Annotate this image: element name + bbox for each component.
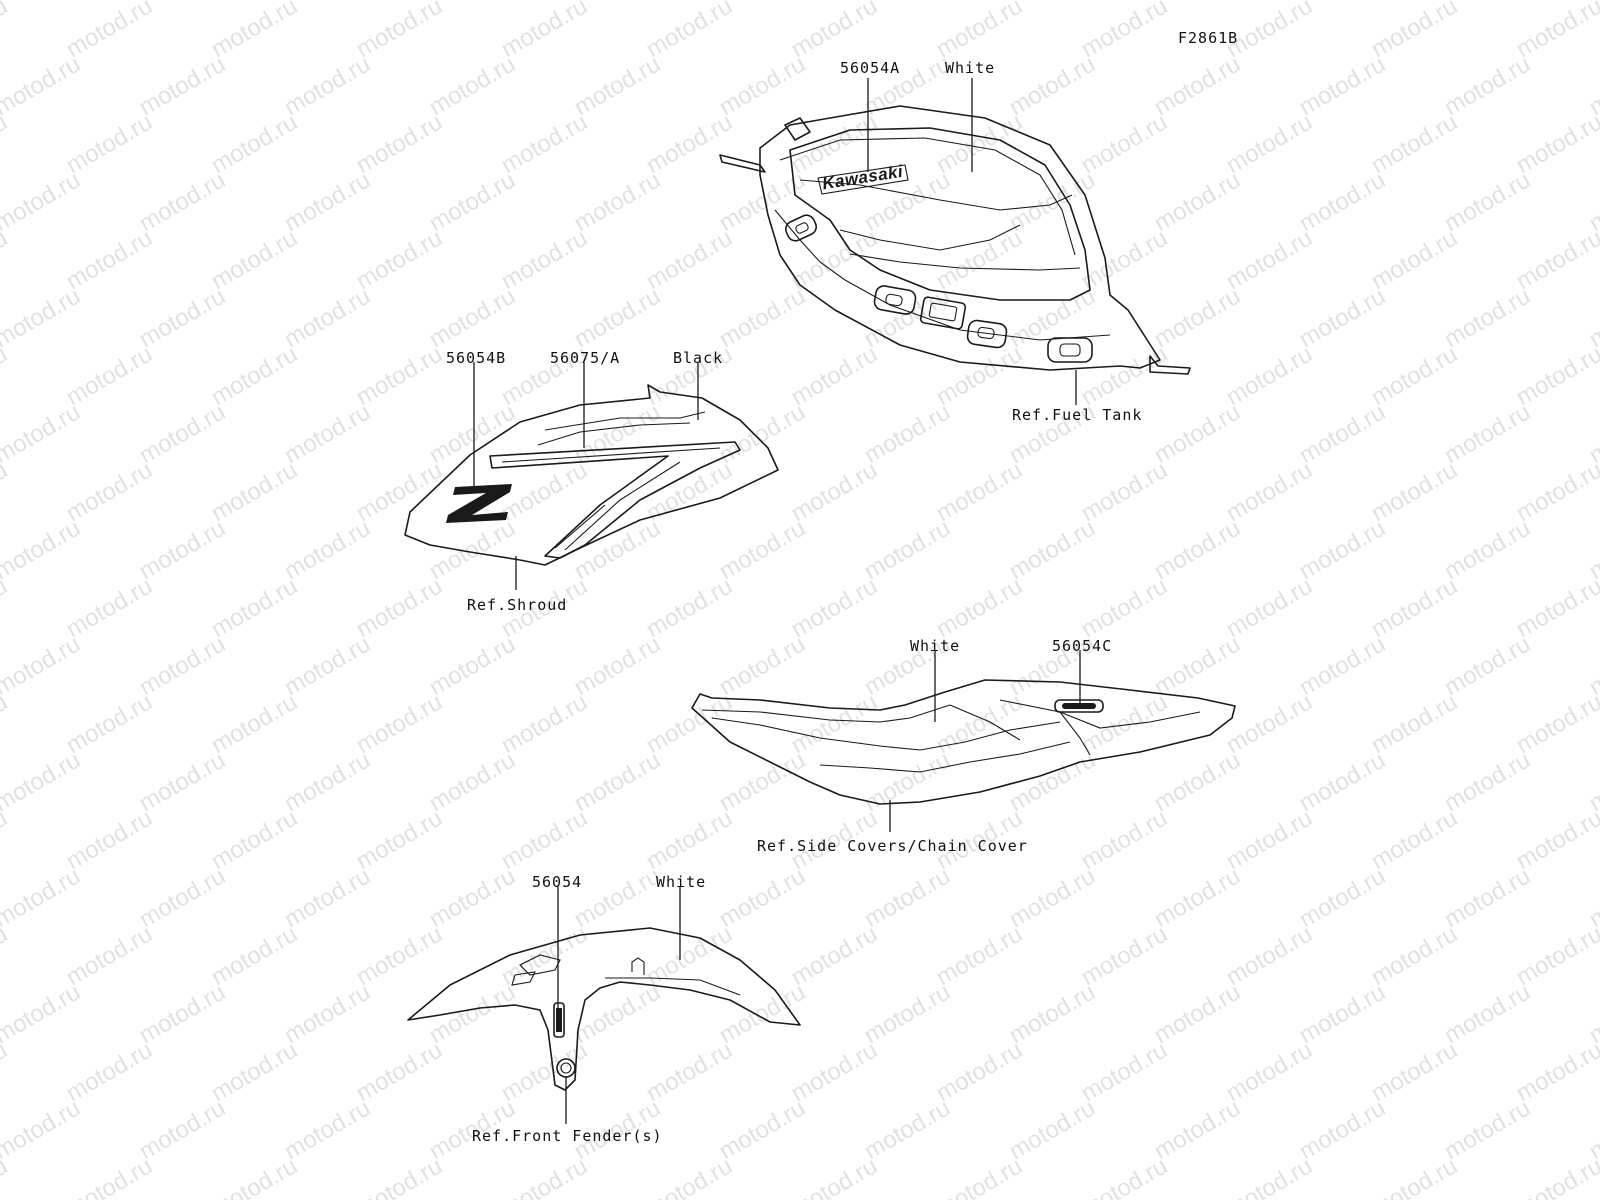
side-covers-drawing [691,679,1236,805]
fuel-tank-part-number[interactable]: 56054A [840,59,901,77]
side-covers-part-number[interactable]: 56054C [1052,637,1113,655]
figure-code: F2861B [1178,29,1239,47]
side-covers-ref[interactable]: Ref.Side Covers/Chain Cover [757,837,1028,855]
front-fender-drawing [407,927,801,1091]
front-fender-part-number[interactable]: 56054 [532,873,583,891]
fuel-tank-ref[interactable]: Ref.Fuel Tank [1012,406,1143,424]
leader-lines [473,78,1081,1124]
shroud-color: Black [673,349,724,367]
front-fender-color: White [656,873,707,891]
fuel-tank-color: White [945,59,996,77]
front-fender-ref[interactable]: Ref.Front Fender(s) [472,1127,663,1145]
shroud-drawing [404,384,779,566]
fuel-tank-drawing [719,105,1191,375]
side-covers-color: White [910,637,961,655]
shroud-part-number-b[interactable]: 56054B [446,349,507,367]
shroud-part-number-stripe[interactable]: 56075/A [550,349,621,367]
shroud-ref[interactable]: Ref.Shroud [467,596,568,614]
